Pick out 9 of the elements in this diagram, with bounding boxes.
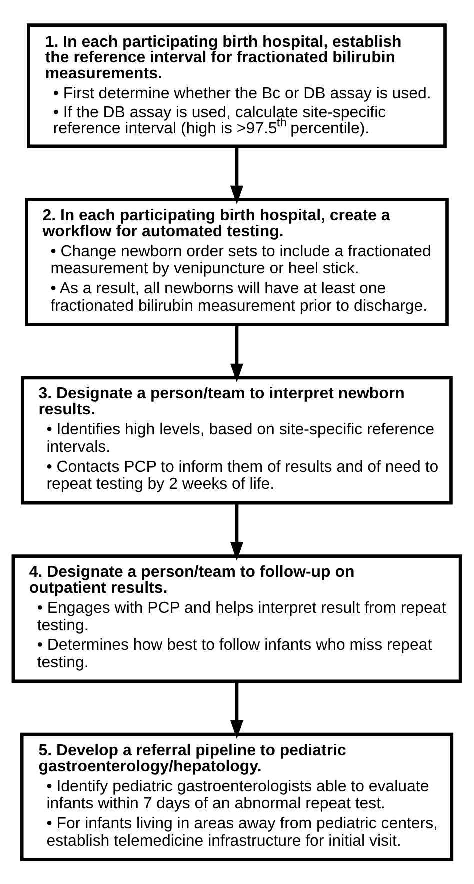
node-box: 3. Designate a person/team to interpret newborn results. • Identifies high levels, based on site-specific reference intervals. • Contacts PCP to inform them of results and of need to repeat testing by 2 weeks of life.: [21, 376, 453, 504]
arrow: [230, 324, 244, 382]
arrow: [230, 146, 244, 204]
node-box: 2. In each participating birth hospital, create a workflow for automated testing. • Change newborn order sets to include a fractionated measurement by venipuncture or heel stick. • As a result, all newborns will have at least one fractionated bilirubin measurement prior to discharge.: [25, 197, 449, 326]
node-box: 5. Develop a referral pipeline to pediatric gastroenterology/hepatology. • Identify pediatric gastroenterologists able to evaluate infants within 7 days of an abnormal repeat test. • For infants living in areas away from pediatric centers, establish telemedicine infrastructure for initial visit.: [20, 732, 454, 861]
node-box: 1. In each participating birth hospital, establish the reference interval for fractionated bilirubin measurements. • First determine whether the Bc or DB assay is used. • If the DB assay is used, calculate site-specific reference interval (high is >97.5$^{th}$ percentile).: [27, 23, 447, 148]
arrow: [230, 502, 244, 560]
node-box: 4. Designate a person/team to follow-up on outpatient results. • Engages with PCP and helps interpret result from repeat testing. • Determines how best to follow infants who miss repeat testing.: [12, 554, 462, 683]
arrow: [230, 681, 244, 739]
